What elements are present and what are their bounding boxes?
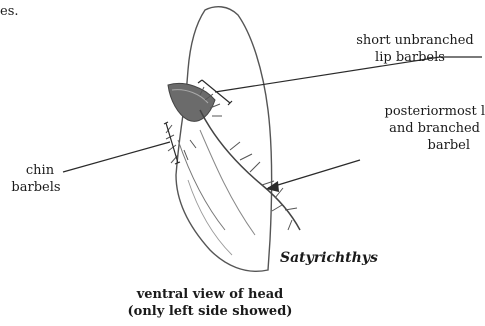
posterior-barbel-label-line1: posteriormost l	[365, 104, 485, 119]
lip-barbels-bracket	[198, 80, 232, 105]
lip-barbels-label-line2: lip barbels	[355, 50, 465, 65]
chin-barbels-label-line1: chin	[15, 163, 65, 178]
chin-barbels-label-line2: barbels	[0, 180, 72, 195]
posterior-barbel-label-line2: and branched	[365, 121, 480, 136]
caption-line1: ventral view of head	[105, 287, 315, 302]
lip-barbels-label-line1: short unbranched	[345, 33, 485, 48]
posterior-barbel-arrowhead	[266, 181, 279, 192]
posterior-barbel-leader	[268, 160, 360, 188]
posterior-barbel-label-line3: barbel	[385, 138, 470, 153]
genus-label: Satyrichthys	[280, 251, 378, 266]
top-fragment-text: es.	[0, 4, 19, 19]
chin-barbels-leader	[63, 142, 170, 172]
caption-line2: (only left side showed)	[105, 304, 315, 319]
